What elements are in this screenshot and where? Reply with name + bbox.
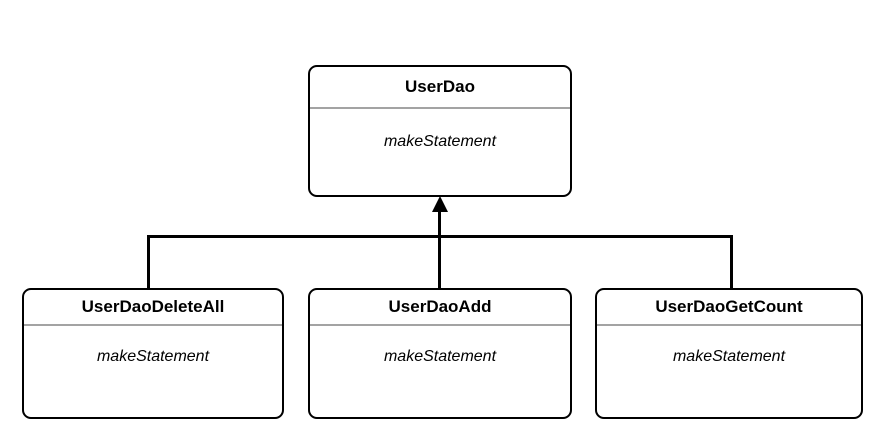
class-box-userdao: UserDao makeStatement bbox=[308, 65, 572, 197]
connector-right-vertical-line bbox=[730, 235, 733, 289]
class-title: UserDaoDeleteAll bbox=[24, 290, 282, 326]
class-title: UserDaoAdd bbox=[310, 290, 570, 326]
connector-center-vertical-line bbox=[438, 208, 441, 289]
class-box-userdaodeleteall: UserDaoDeleteAll makeStatement bbox=[22, 288, 284, 419]
class-method: makeStatement bbox=[383, 348, 497, 365]
class-box-userdaogetcount: UserDaoGetCount makeStatement bbox=[595, 288, 863, 419]
class-title: UserDaoGetCount bbox=[597, 290, 861, 326]
class-method: makeStatement bbox=[96, 348, 210, 365]
class-title: UserDao bbox=[310, 67, 570, 109]
connector-left-vertical-line bbox=[147, 235, 150, 289]
inheritance-arrowhead-icon bbox=[432, 196, 448, 212]
class-box-userdaoadd: UserDaoAdd makeStatement bbox=[308, 288, 572, 419]
class-method: makeStatement bbox=[672, 348, 786, 365]
class-method: makeStatement bbox=[383, 133, 497, 150]
